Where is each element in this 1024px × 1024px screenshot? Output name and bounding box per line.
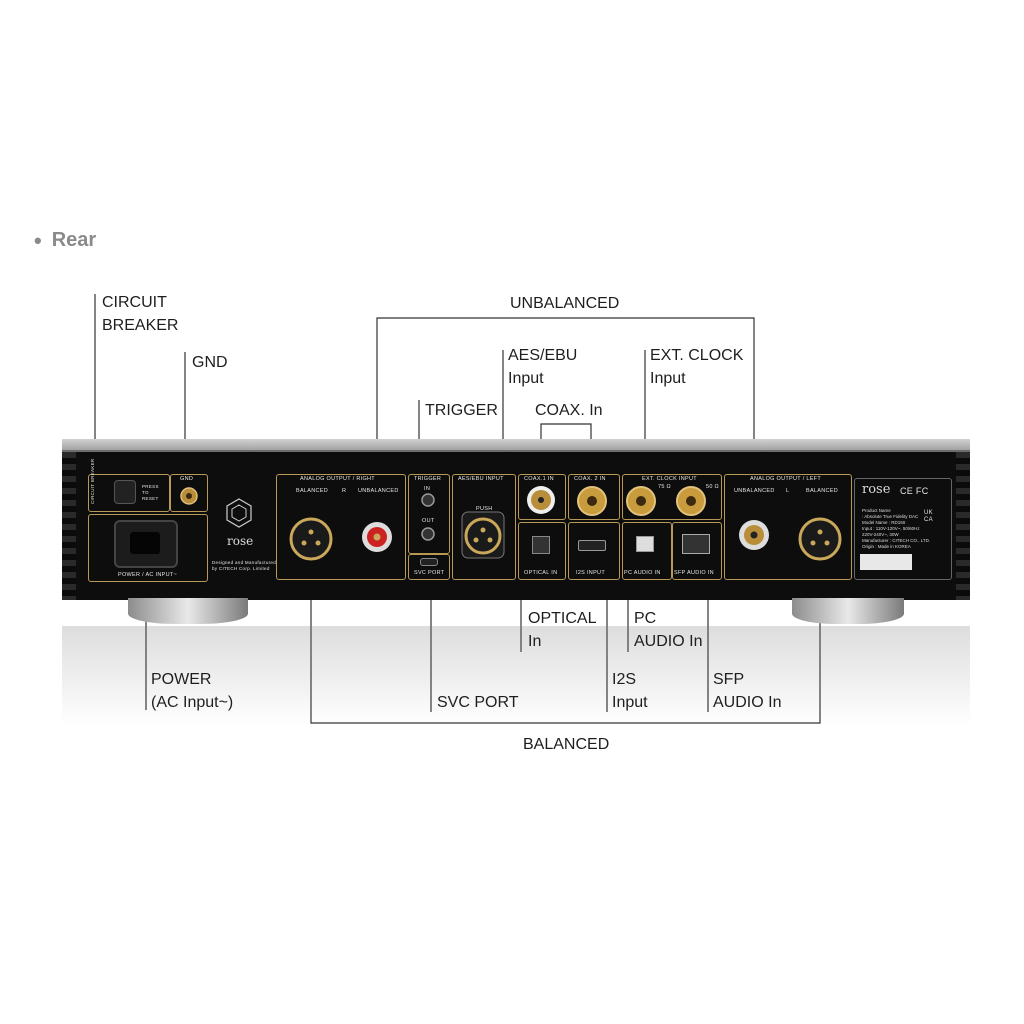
info-badge [854, 478, 952, 580]
device-rear-panel: CIRCUIT BREAKER PRESS TO RESET GND POWER… [62, 450, 970, 600]
sfp-port[interactable] [682, 534, 710, 554]
ext-clock-label: EXT. CLOCK INPUT [642, 476, 697, 482]
balanced-left-label: BALANCED [806, 488, 839, 494]
rose-logo-icon [226, 498, 252, 528]
analog-right-label: ANALOG OUTPUT / RIGHT [300, 476, 375, 482]
callout-trigger: TRIGGER [425, 402, 498, 419]
callout-sfp: SFP AUDIO In [713, 671, 782, 711]
coax2-label: COAX. 2 IN [574, 476, 606, 482]
callout-pc-audio: PC AUDIO In [634, 610, 703, 650]
circuit-breaker-button[interactable] [114, 480, 136, 504]
i2s-input-label: I2S INPUT [576, 570, 605, 576]
foot-left [128, 598, 248, 624]
power-panel [88, 514, 208, 582]
svc-port-panel [408, 554, 450, 580]
reflection [62, 626, 970, 726]
power-label: POWER / AC INPUT~ [118, 572, 178, 578]
aes-ebu-panel [452, 474, 516, 580]
i2s-hdmi-port[interactable] [578, 540, 606, 551]
ohm75-label: 75 Ω [658, 484, 671, 490]
callout-aes-ebu: AES/EBU Input [508, 347, 578, 387]
svc-usb-c-port[interactable] [420, 558, 438, 566]
heatsink-right [956, 452, 970, 600]
i2s-panel [568, 522, 620, 580]
badge-brand: rose [862, 482, 891, 497]
serial-label-sticker [860, 554, 912, 570]
optical-in-label: OPTICAL IN [524, 570, 558, 576]
ukca-mark: UK CA [924, 510, 933, 523]
section-title: Rear [51, 229, 97, 251]
callout-i2s: I2S Input [612, 671, 648, 711]
trigger-label: TRIGGER [414, 476, 442, 482]
callout-coax: COAX. In [535, 402, 603, 419]
heatsink-left [62, 452, 76, 600]
unbalanced-left-label: UNBALANCED [734, 488, 775, 494]
ext-clock-panel [622, 474, 722, 520]
gnd-terminal-icon[interactable] [176, 484, 202, 508]
xlr-aes-ebu-connector[interactable] [458, 504, 508, 564]
line-unbalanced [376, 317, 755, 532]
unbalanced-right-label: UNBALANCED [358, 488, 399, 494]
analog-left-panel [724, 474, 852, 580]
chassis-top [62, 439, 970, 452]
gnd-panel [170, 474, 208, 512]
coax1-connector[interactable] [525, 484, 557, 516]
callout-optical: OPTICAL In [528, 610, 597, 650]
rca-left-connector[interactable] [737, 518, 771, 552]
callout-svc-port: SVC PORT [437, 694, 519, 711]
brand-wordmark: rose [227, 534, 254, 548]
callout-gnd: GND [192, 354, 228, 371]
pc-audio-label: PC AUDIO IN [624, 570, 661, 576]
xlr-right-connector[interactable] [288, 516, 334, 562]
press-to-reset-label: PRESS TO RESET [142, 484, 159, 501]
clock-50-connector[interactable] [674, 484, 708, 518]
callout-circuit-breaker: CIRCUIT BREAKER [102, 294, 179, 334]
l-label: L [786, 488, 790, 494]
callout-power: POWER (AC Input~) [151, 671, 234, 711]
balanced-right-label: BALANCED [296, 488, 329, 494]
trigger-out-label: OUT [422, 518, 435, 524]
trigger-in-jack[interactable] [420, 492, 436, 508]
gnd-label: GND [180, 476, 194, 482]
bullet-icon: • [34, 227, 42, 253]
optical-port[interactable] [532, 536, 550, 554]
sfp-audio-label: SFP AUDIO IN [674, 570, 714, 576]
circuit-breaker-label: CIRCUIT BREAKER [90, 458, 95, 504]
ohm50-label: 50 Ω [706, 484, 719, 490]
optical-panel [518, 522, 566, 580]
designed-by-text: Designed and Manufactured by CITECH Corp… [212, 560, 277, 571]
svc-port-label: SVC PORT [414, 570, 445, 576]
cert-marks: CE FC [900, 486, 929, 496]
circuit-breaker-panel [88, 474, 170, 512]
callout-unbalanced: UNBALANCED [510, 295, 620, 312]
coax2-panel [568, 474, 620, 520]
product-info: Product Name : Absolute True Fidelity DA… [862, 508, 931, 549]
rca-right-connector[interactable] [360, 520, 394, 554]
pc-audio-panel [622, 522, 672, 580]
trigger-in-label: IN [424, 486, 431, 492]
analog-right-panel [276, 474, 406, 580]
analog-left-label: ANALOG OUTPUT / LEFT [750, 476, 821, 482]
trigger-out-jack[interactable] [420, 526, 436, 542]
callout-ext-clock: EXT. CLOCK Input [650, 347, 744, 387]
r-label: R [342, 488, 347, 494]
section-heading: • Rear [34, 229, 96, 252]
clock-75-connector[interactable] [624, 484, 658, 518]
sfp-panel [672, 522, 722, 580]
usb-b-port[interactable] [636, 536, 654, 552]
ac-inlet[interactable] [114, 520, 178, 568]
foot-right [792, 598, 904, 624]
line-balanced [310, 540, 821, 724]
callout-balanced: BALANCED [523, 736, 610, 753]
coax2-bnc-connector[interactable] [575, 484, 609, 518]
coax1-label: COAX.1 IN [524, 476, 554, 482]
coax1-panel [518, 474, 566, 520]
push-label: PUSH [476, 506, 493, 512]
xlr-left-connector[interactable] [797, 516, 843, 562]
trigger-panel [408, 474, 450, 554]
aes-ebu-label: AES/EBU INPUT [458, 476, 504, 482]
